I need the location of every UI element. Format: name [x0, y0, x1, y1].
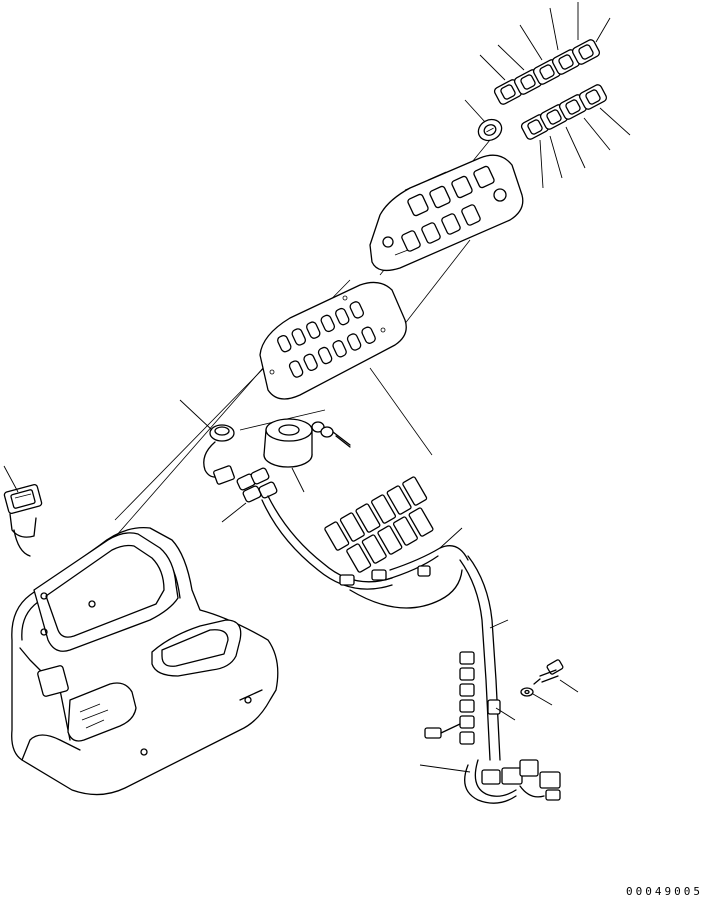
key-switch — [263, 418, 351, 493]
dashboard-console — [11, 526, 279, 796]
knob-icon — [477, 118, 503, 142]
rocker-switch — [3, 465, 43, 557]
round-sensor-connector — [179, 399, 235, 485]
toggle-switch-row-lower — [520, 84, 608, 140]
connector-harness-block — [324, 476, 469, 609]
bottom-connector-cluster — [419, 759, 561, 804]
harness-plug-cluster — [221, 467, 393, 590]
switch-panel-base — [259, 281, 407, 400]
toggle-switch-row-upper — [493, 39, 601, 105]
bolt-icon — [533, 659, 579, 693]
vertical-harness — [424, 555, 516, 761]
drawing-number: 00049005 — [626, 885, 703, 898]
switch-panel-plate — [369, 154, 524, 272]
washer-icon — [520, 687, 553, 706]
switch-leader-lines — [464, 2, 631, 189]
key-icon — [311, 421, 351, 448]
